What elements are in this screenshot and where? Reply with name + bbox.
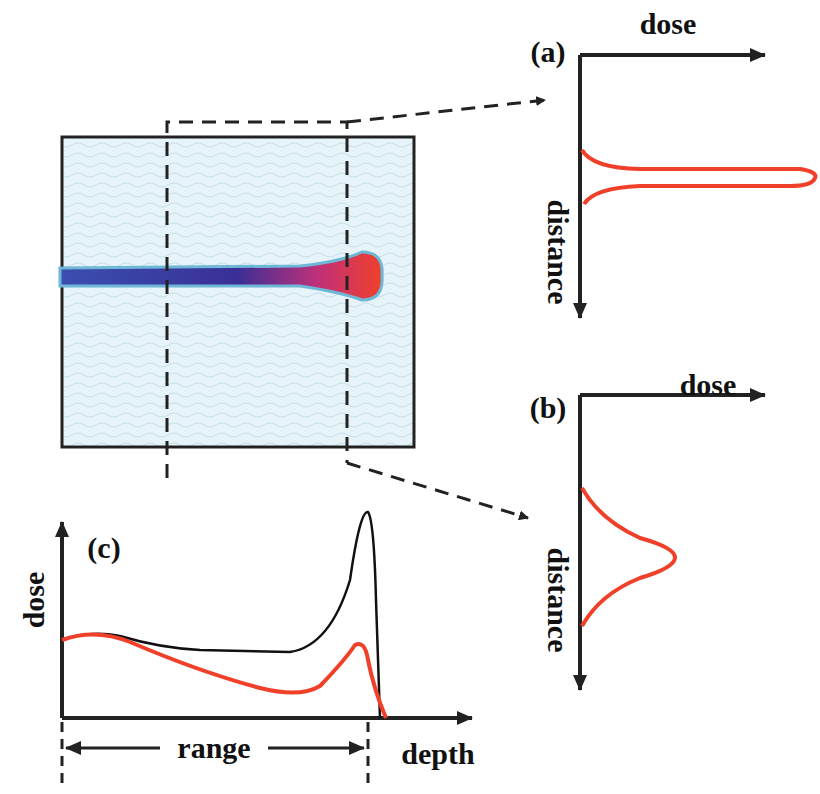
dose-profile	[582, 488, 675, 626]
axis-label: distance	[543, 548, 573, 653]
axis	[578, 55, 582, 318]
axis	[580, 53, 765, 57]
axis	[578, 395, 582, 690]
axis-label: depth	[401, 739, 474, 769]
dimension-label: range	[173, 733, 254, 763]
dashed-arrow	[347, 100, 545, 122]
range-arrow	[268, 747, 364, 750]
panel-letter: (b)	[530, 393, 567, 423]
panel-letter: (a)	[531, 37, 566, 67]
axis	[60, 522, 64, 718]
panel-letter: (c)	[87, 533, 120, 563]
range-mark	[61, 722, 64, 790]
axis-label: dose	[640, 9, 697, 39]
axis	[62, 716, 472, 720]
axis-label: distance	[543, 200, 573, 305]
ion-beam	[60, 252, 382, 300]
axis-label: dose	[680, 370, 737, 400]
axis-label: dose	[19, 572, 49, 629]
range-arrow	[66, 747, 160, 750]
range-mark	[367, 722, 370, 790]
dose-profile	[582, 150, 815, 204]
depth-dose-curve	[62, 634, 386, 718]
axis	[580, 393, 765, 397]
cut-line	[167, 122, 347, 478]
dashed-arrow	[347, 463, 528, 518]
depth-dose-curve	[62, 512, 380, 718]
